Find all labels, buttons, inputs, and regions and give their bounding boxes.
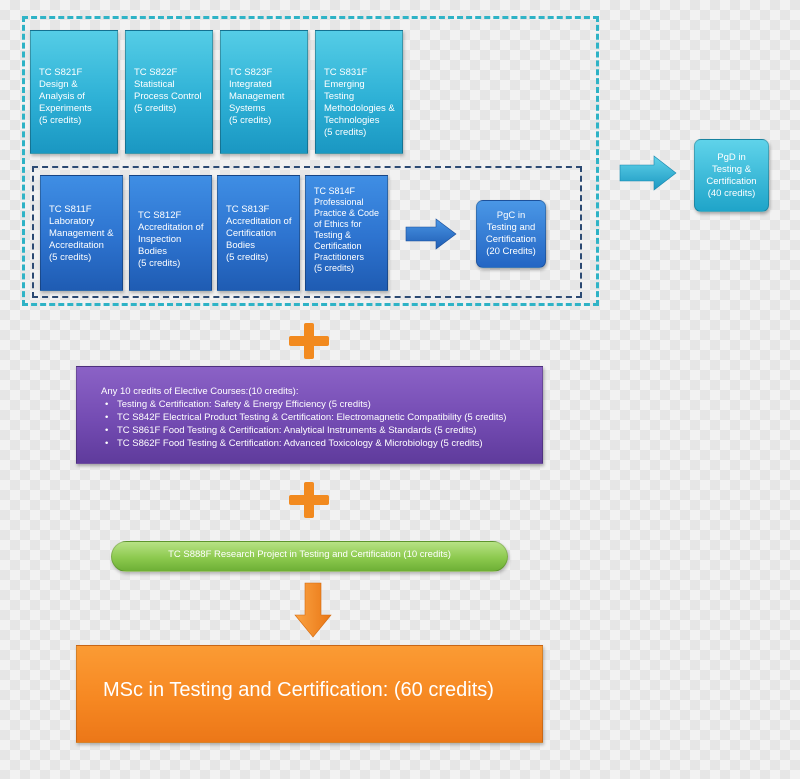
course-name: Professional Practice & Code of Ethics f… — [314, 197, 380, 262]
course-credits: (5 credits) — [324, 127, 367, 138]
course-box-tc-s811f: TC S811F Laboratory Management & Accredi… — [40, 175, 123, 291]
course-credits: (5 credits) — [134, 103, 177, 114]
course-credits: (5 credits) — [39, 115, 82, 126]
course-credits: (5 credits) — [226, 252, 269, 263]
course-name: Statistical Process Control — [134, 79, 202, 102]
elective-item: TC S862F Food Testing & Certification: A… — [105, 437, 532, 450]
course-box-tc-s831f: TC S831F Emerging Testing Methodologies … — [315, 30, 403, 154]
course-name: Laboratory Management & Accreditation — [49, 216, 114, 251]
outer-dashed-frame — [22, 16, 599, 306]
right-arrow-icon — [405, 218, 457, 250]
research-project-pill: TC S888F Research Project in Testing and… — [111, 541, 508, 572]
course-code: TC S814F — [314, 186, 356, 196]
inner-dashed-frame — [32, 166, 582, 298]
course-name: Emerging Testing Methodologies & Technol… — [324, 79, 395, 126]
course-code: TC S823F — [229, 67, 273, 78]
course-name: Accreditation of Certification Bodies — [226, 216, 292, 251]
course-credits: (5 credits) — [229, 115, 272, 126]
course-name: Design & Analysis of Experiments — [39, 79, 92, 114]
pgc-line3: Certification — [485, 234, 537, 245]
pgd-badge: PgD in Testing & Certification (40 credi… — [694, 139, 769, 212]
elective-item: Testing & Certification: Safety & Energy… — [105, 398, 532, 411]
pgd-line3: Certification — [706, 175, 757, 187]
pgc-credits: (20 Credits) — [486, 246, 536, 257]
down-arrow-icon — [294, 582, 332, 638]
course-code: TC S821F — [39, 67, 83, 78]
course-box-tc-s823f: TC S823F Integrated Management Systems (… — [220, 30, 308, 154]
pgd-line2: Testing & — [711, 163, 752, 175]
pgc-line2: Testing and — [486, 222, 536, 233]
msc-label: MSc in Testing and Certification: (60 cr… — [103, 678, 494, 701]
msc-box: MSc in Testing and Certification: (60 cr… — [76, 645, 543, 743]
pgc-badge: PgC in Testing and Certification (20 Cre… — [476, 200, 546, 268]
elective-item: TC S842F Electrical Product Testing & Ce… — [105, 411, 532, 424]
right-arrow-icon — [619, 155, 677, 191]
elective-heading: Any 10 credits of Elective Courses:(10 c… — [101, 386, 299, 397]
elective-list: Testing & Certification: Safety & Energy… — [101, 398, 532, 450]
course-box-tc-s812f: TC S812F Accreditation of Inspection Bod… — [129, 175, 212, 291]
course-name: Accreditation of Inspection Bodies — [138, 222, 204, 257]
elective-courses-box: Any 10 credits of Elective Courses:(10 c… — [76, 366, 543, 464]
course-credits: (5 credits) — [314, 263, 355, 273]
course-name: Integrated Management Systems — [229, 79, 285, 114]
pgc-line1: PgC in — [496, 210, 526, 221]
pgd-line1: PgD in — [717, 151, 746, 163]
course-credits: (5 credits) — [138, 258, 181, 269]
research-project-label: TC S888F Research Project in Testing and… — [168, 548, 451, 560]
course-box-tc-s814f: TC S814F Professional Practice & Code of… — [305, 175, 388, 291]
course-box-tc-s813f: TC S813F Accreditation of Certification … — [217, 175, 300, 291]
course-code: TC S822F — [134, 67, 178, 78]
pgd-credits: (40 credits) — [707, 187, 756, 199]
course-code: TC S831F — [324, 67, 368, 78]
course-code: TC S813F — [226, 204, 270, 215]
course-credits: (5 credits) — [49, 252, 92, 263]
course-code: TC S811F — [49, 204, 92, 215]
course-box-tc-s821f: TC S821F Design & Analysis of Experiment… — [30, 30, 118, 154]
plus-icon — [289, 482, 329, 518]
plus-icon — [289, 323, 329, 359]
course-box-tc-s822f: TC S822F Statistical Process Control (5 … — [125, 30, 213, 154]
course-code: TC S812F — [138, 210, 182, 221]
elective-item: TC S861F Food Testing & Certification: A… — [105, 424, 532, 437]
